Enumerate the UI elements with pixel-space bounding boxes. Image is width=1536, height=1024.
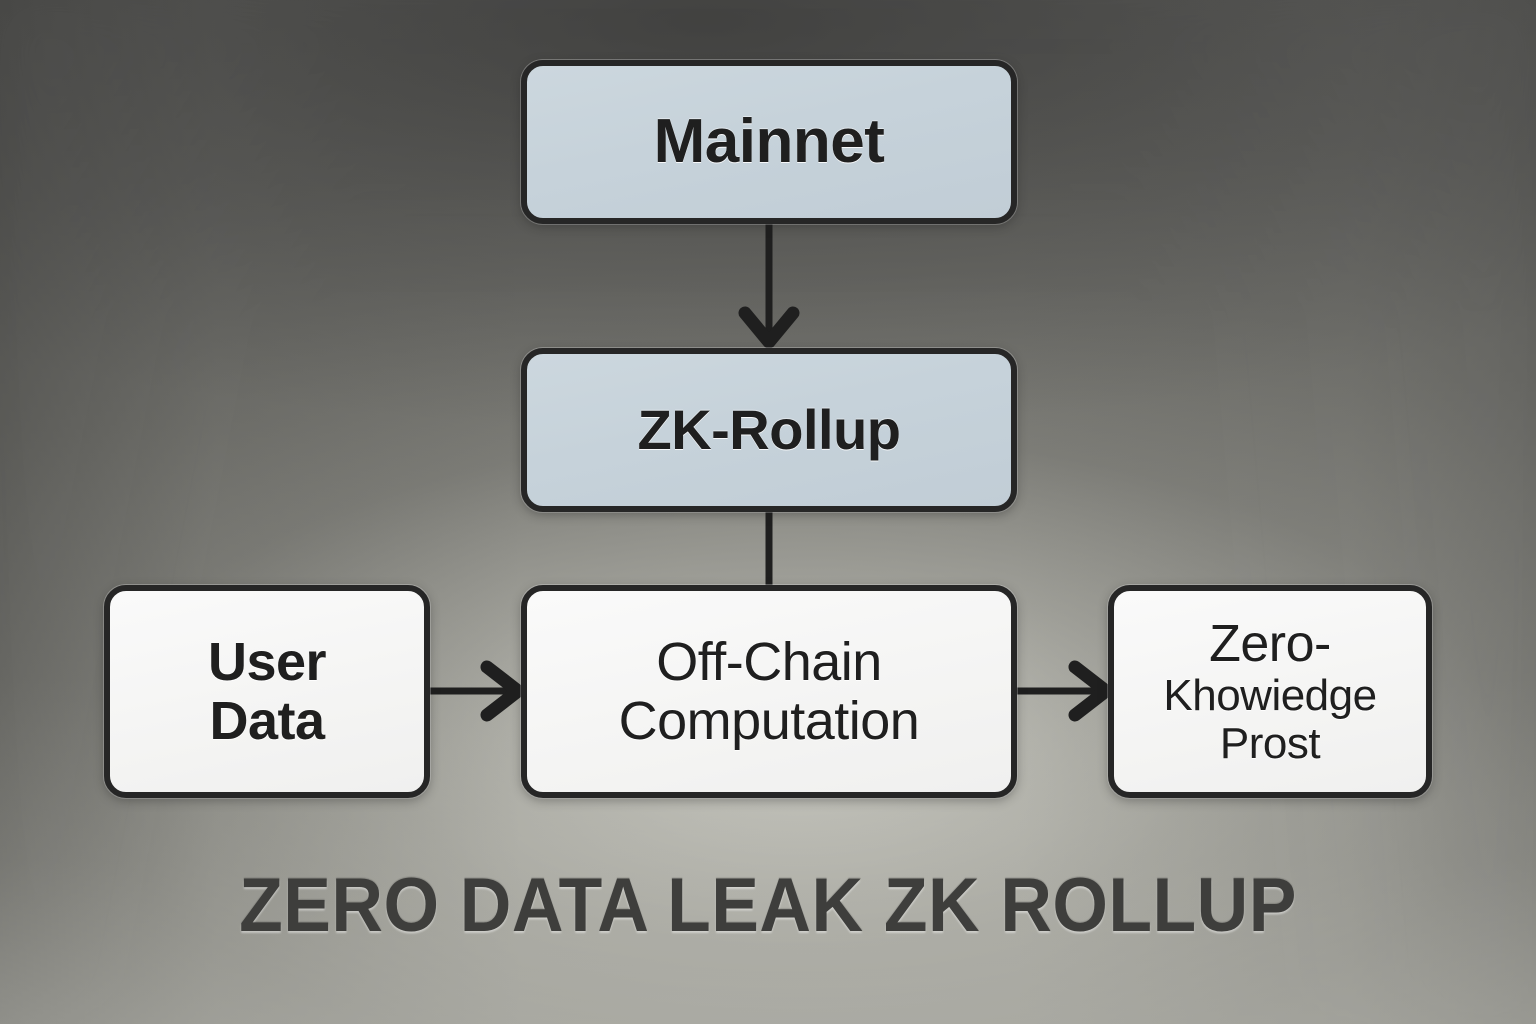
node-off-chain-line1: Off-Chain — [656, 632, 882, 693]
edge-userdata-to-offchain-arrowhead — [480, 660, 525, 722]
node-zero-knowledge-proof-line3: Prost — [1219, 718, 1321, 768]
diagram-caption: ZERO DATA LEAK ZK ROLLUP — [239, 863, 1297, 948]
node-mainnet[interactable]: Mainnet — [521, 60, 1017, 224]
node-zero-knowledge-proof[interactable]: Zero- Khowiedge Prost — [1108, 585, 1432, 798]
node-user-data[interactable]: User Data — [104, 585, 430, 798]
node-off-chain-computation-label: Off-Chain Computation — [611, 633, 928, 750]
node-mainnet-label: Mainnet — [653, 106, 885, 176]
node-off-chain-computation[interactable]: Off-Chain Computation — [521, 585, 1017, 798]
node-zero-knowledge-proof-label: Zero- Khowiedge Prost — [1155, 616, 1384, 767]
node-user-data-line2: Data — [209, 690, 325, 751]
node-off-chain-line2: Computation — [618, 690, 920, 751]
node-zk-rollup[interactable]: ZK-Rollup — [521, 348, 1017, 512]
node-zero-knowledge-proof-line2: Khowiedge — [1163, 671, 1377, 721]
node-zero-knowledge-proof-line1: Zero- — [1209, 614, 1331, 673]
edge-offchain-to-zkproof-arrowhead — [1068, 660, 1113, 722]
edge-mainnet-to-zkrollup-arrowhead — [738, 306, 800, 349]
node-zk-rollup-label: ZK-Rollup — [637, 397, 901, 461]
node-user-data-label: User Data — [200, 633, 334, 750]
node-user-data-line1: User — [207, 632, 327, 693]
